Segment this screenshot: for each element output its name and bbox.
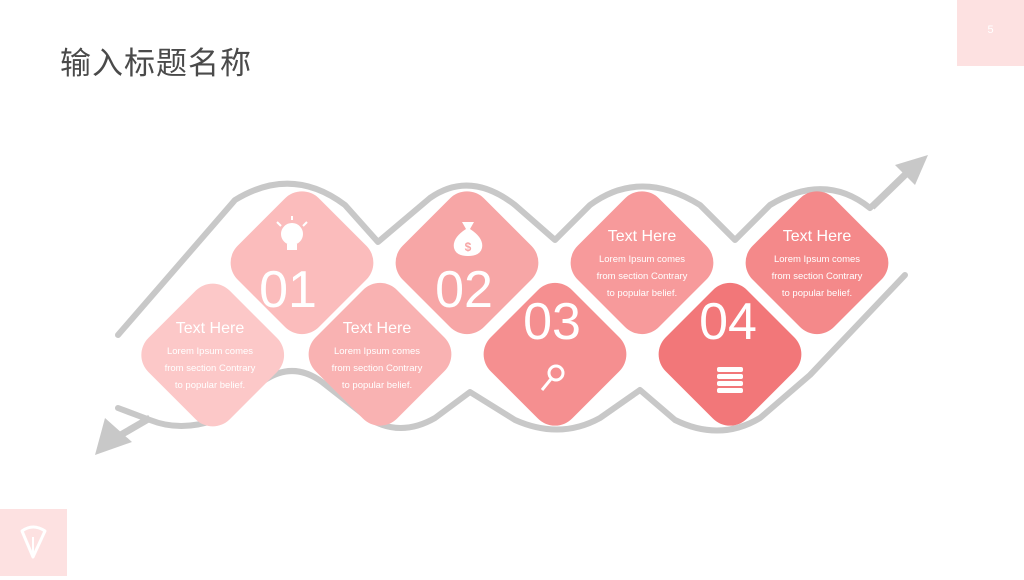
arrow-head-right xyxy=(895,155,928,185)
step-04-number: 04 xyxy=(699,293,757,351)
step-01-card: Text Here Lorem Ipsum comes from section… xyxy=(140,320,280,394)
tile-02-text xyxy=(308,282,452,426)
step-03-body-line: to popular belief. xyxy=(606,288,678,299)
tile-01-number xyxy=(230,191,374,335)
tile-04-text xyxy=(745,191,889,335)
svg-text:$: $ xyxy=(465,240,472,254)
step-03-card: Text Here Lorem Ipsum comes from section… xyxy=(572,228,712,302)
step-02-body-line: from section Contrary xyxy=(331,363,423,374)
step-03-body-line: Lorem Ipsum comes xyxy=(598,254,686,265)
magnifier-icon xyxy=(540,364,565,391)
tile-02-number xyxy=(395,191,539,335)
step-01-body-line: to popular belief. xyxy=(174,380,246,391)
step-01-number: 01 xyxy=(259,261,317,319)
step-04-title: Text Here xyxy=(782,228,852,245)
coins-icon xyxy=(717,367,743,393)
step-02-body-line: to popular belief. xyxy=(341,380,413,391)
step-01-title: Text Here xyxy=(175,320,245,337)
step-03-number: 03 xyxy=(523,293,581,351)
page-title: 输入标题名称 xyxy=(60,46,252,82)
page-number-badge: 5 xyxy=(957,0,1024,66)
step-04-body-line: to popular belief. xyxy=(781,288,853,299)
step-02-title: Text Here xyxy=(342,320,412,337)
step-04-body-line: Lorem Ipsum comes xyxy=(773,254,861,265)
step-03-body-line: from section Contrary xyxy=(596,271,688,282)
step-01-body-line: Lorem Ipsum comes xyxy=(166,346,254,357)
lightbulb-icon xyxy=(276,216,308,250)
step-03-title: Text Here xyxy=(607,228,677,245)
tile-01-text xyxy=(141,283,285,427)
step-02-card: Text Here Lorem Ipsum comes from section… xyxy=(307,320,447,394)
step-01-body-line: from section Contrary xyxy=(164,363,256,374)
step-04-card: Text Here Lorem Ipsum comes from section… xyxy=(747,228,887,302)
tile-04-number xyxy=(658,282,802,426)
tile-03-number xyxy=(483,282,627,426)
page-number: 5 xyxy=(987,24,994,36)
band-upper-outline xyxy=(115,159,921,338)
leaf-logo-icon xyxy=(20,525,47,559)
step-02-body-line: Lorem Ipsum comes xyxy=(333,346,421,357)
logo-badge xyxy=(0,509,67,576)
step-04-body-line: from section Contrary xyxy=(771,271,863,282)
money-bag-icon: $ xyxy=(453,222,483,256)
step-02-number: 02 xyxy=(435,261,493,319)
tile-03-text xyxy=(570,191,714,335)
